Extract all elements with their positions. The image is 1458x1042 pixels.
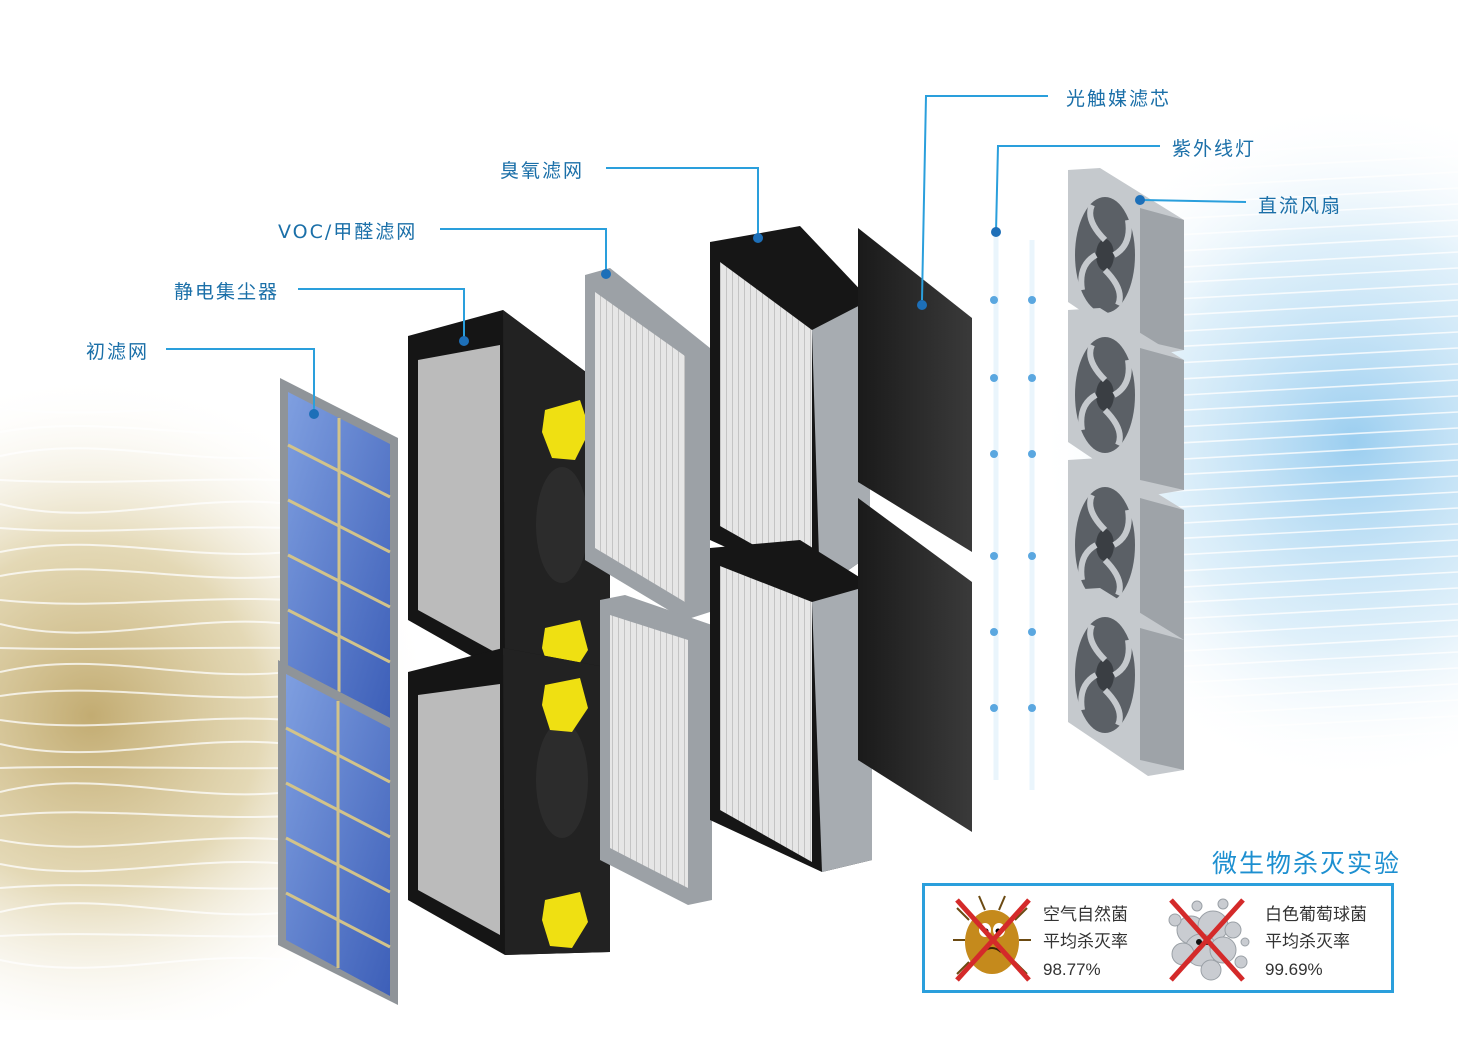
- label-photocatalyst: 光触媒滤芯: [1066, 88, 1172, 110]
- dc-fan: [1068, 308, 1184, 496]
- pre-filter-lower: [278, 660, 398, 1005]
- label-voc-filter: VOC/甲醛滤网: [278, 221, 418, 243]
- dc-fan: [1068, 588, 1184, 776]
- uv-bead: [1028, 296, 1036, 304]
- label-electrostatic: 静电集尘器: [174, 281, 280, 303]
- voc-filter-upper: [585, 268, 710, 620]
- collector-knob: [542, 892, 588, 948]
- experiment-item-desc: 平均杀灭率: [1265, 932, 1350, 952]
- uv-bead: [990, 296, 998, 304]
- uv-bead: [1028, 628, 1036, 636]
- uv-bead: [990, 450, 998, 458]
- pre-filter-upper: [280, 378, 398, 728]
- electrostatic-collector: [408, 310, 610, 955]
- dc-fan-stack: [1068, 168, 1184, 776]
- ozone-filter: [710, 226, 872, 872]
- pre-filter: [278, 378, 398, 1005]
- photocatalyst-upper: [858, 228, 972, 552]
- voc-filter-lower: [600, 595, 712, 905]
- experiment-title: 微生物杀灭实验: [1212, 849, 1402, 878]
- collector-knob: [542, 400, 590, 460]
- air-streak: [889, 155, 1458, 187]
- bacteria-crossed-icon: [953, 895, 1031, 982]
- air-streak: [909, 763, 1458, 795]
- experiment-item-rate: 99.69%: [1265, 960, 1323, 979]
- uv-lamp: [993, 232, 1035, 790]
- uv-bead: [990, 374, 998, 382]
- uv-bead: [1028, 704, 1036, 712]
- staphylococcus-crossed-icon: [1168, 898, 1250, 982]
- label-pre-filter: 初滤网: [86, 341, 150, 363]
- uv-bead: [990, 628, 998, 636]
- photocatalyst-lower: [858, 498, 972, 832]
- uv-bead: [990, 704, 998, 712]
- label-uv-lamp: 紫外线灯: [1172, 138, 1257, 160]
- experiment-item-name: 白色葡萄球菌: [1265, 905, 1367, 925]
- experiment-item-desc: 平均杀灭率: [1043, 932, 1128, 952]
- voc-filter: [585, 268, 712, 905]
- uv-lamp-beads: [990, 296, 1036, 712]
- experiment-item-rate: 98.77%: [1043, 960, 1101, 979]
- experiment-item-name: 空气自然菌: [1043, 905, 1128, 925]
- uv-bead: [990, 552, 998, 560]
- ozone-filter-lower: [710, 540, 872, 872]
- leader-dots: [309, 195, 1145, 419]
- photocatalyst-filter: [858, 228, 972, 832]
- air-streak: [879, 139, 1458, 171]
- experiment-panel: 空气自然菌 平均杀灭率 98.77% 白色葡萄球菌 平均杀灭率 99.69%: [922, 883, 1394, 993]
- collector-lower: [408, 648, 610, 955]
- air-streak: [899, 171, 1458, 203]
- collector-knob: [542, 678, 588, 732]
- leader-lines: [166, 95, 1247, 412]
- collector-upper: [408, 310, 610, 675]
- label-ozone-filter: 臭氧滤网: [500, 160, 585, 182]
- uv-bead: [1028, 450, 1036, 458]
- uv-bead: [1028, 552, 1036, 560]
- label-dc-fan: 直流风扇: [1258, 195, 1343, 217]
- dc-fan: [1068, 168, 1184, 356]
- air-streak: [909, 187, 1458, 219]
- uv-bead: [1028, 374, 1036, 382]
- ozone-filter-upper: [710, 226, 870, 590]
